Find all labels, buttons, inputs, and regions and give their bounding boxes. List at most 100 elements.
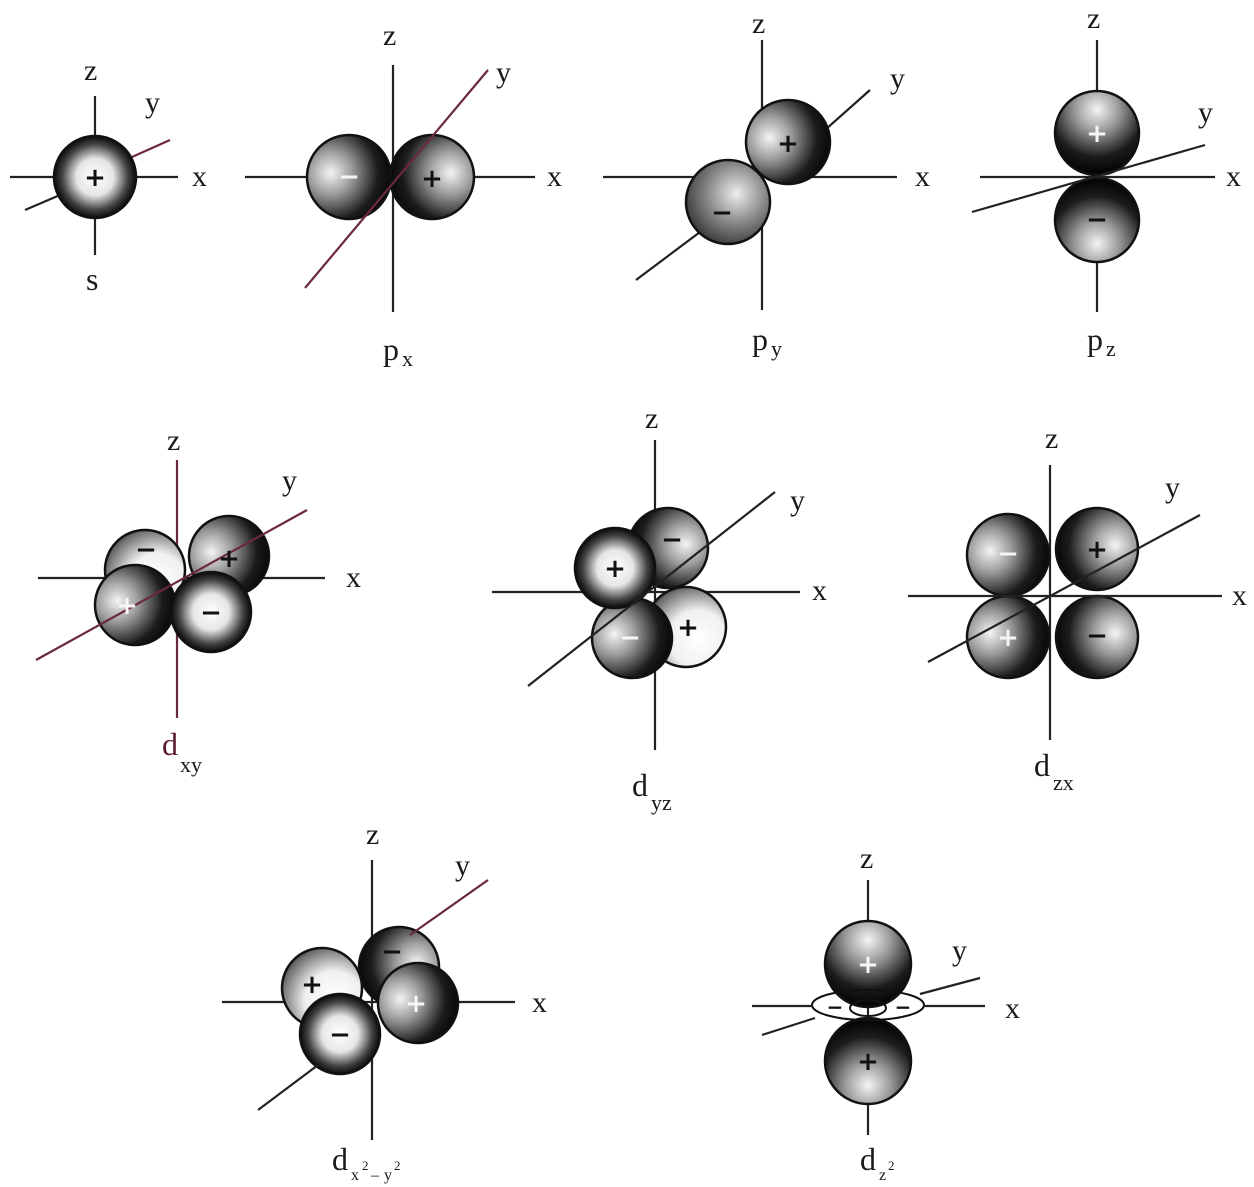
- y-axis-label: y: [455, 849, 470, 882]
- orbital-pz: + − z y x p z: [971, 2, 1241, 361]
- svg-text:d: d: [1034, 747, 1050, 783]
- minus-sign: −: [381, 937, 403, 967]
- plus-sign: +: [405, 989, 427, 1019]
- y-axis: [131, 138, 171, 159]
- minus-sign: −: [619, 623, 641, 653]
- plus-sign: +: [997, 623, 1019, 653]
- svg-text:2: 2: [362, 1158, 369, 1173]
- svg-text:p: p: [383, 331, 399, 367]
- orbital-label-pz: p z: [1087, 321, 1116, 361]
- svg-text:zx: zx: [1053, 770, 1074, 795]
- x-axis-label: x: [192, 160, 207, 193]
- dz2-positive-lobe-bottom: [823, 1016, 913, 1106]
- svg-text:d: d: [860, 1141, 876, 1177]
- svg-text:z: z: [1106, 336, 1116, 361]
- dz2-torus-hole: [849, 999, 887, 1017]
- z-axis-label: z: [1045, 422, 1058, 455]
- minus-sign: −: [200, 598, 222, 628]
- z-axis-label: z: [84, 54, 97, 87]
- y-axis: [919, 976, 981, 996]
- x-axis-label: x: [1226, 160, 1241, 193]
- svg-text:y: y: [384, 1167, 392, 1184]
- y-axis: [409, 879, 489, 936]
- y-axis: [971, 143, 1206, 214]
- plus-sign: +: [857, 1047, 879, 1077]
- plus-sign: +: [604, 554, 626, 584]
- y-axis: [761, 1016, 816, 1037]
- orbital-label-dz2: d z 2: [860, 1141, 895, 1184]
- svg-text:xy: xy: [180, 752, 202, 777]
- svg-text:p: p: [752, 321, 768, 357]
- orbital-label-px: p x: [383, 331, 413, 371]
- y-axis-label: y: [496, 56, 511, 89]
- z-axis-label: z: [1087, 2, 1100, 35]
- svg-text:d: d: [162, 726, 178, 762]
- x-axis-label: x: [1005, 992, 1020, 1025]
- plus-sign: +: [116, 591, 138, 621]
- z-axis-label: z: [752, 7, 765, 40]
- minus-sign: −: [1086, 621, 1108, 651]
- orbital-dxy: − + + − z y x d xy: [35, 424, 361, 777]
- y-axis: [304, 69, 489, 289]
- orbital-label-s: s: [86, 261, 98, 297]
- svg-text:2: 2: [888, 1158, 895, 1173]
- x-axis-label: x: [915, 160, 930, 193]
- y-axis: [257, 1064, 319, 1111]
- y-axis: [635, 231, 701, 281]
- plus-sign: +: [84, 163, 106, 193]
- orbital-dz2: + + − − z y x d z 2: [752, 842, 1020, 1184]
- y-axis: [35, 509, 308, 661]
- minus-sign: −: [895, 995, 912, 1019]
- dxy-negative-lobe-front: [169, 570, 253, 654]
- x-axis-label: x: [547, 160, 562, 193]
- dx2-y2-positive-lobe-right: [376, 961, 460, 1045]
- orbital-label-dyz: d yz: [632, 767, 672, 815]
- svg-text:y: y: [771, 336, 782, 361]
- minus-sign: −: [661, 525, 683, 555]
- svg-text:2: 2: [394, 1158, 401, 1173]
- minus-sign: −: [338, 162, 360, 192]
- svg-text:z: z: [879, 1167, 886, 1184]
- y-axis-label: y: [282, 464, 297, 497]
- orbital-px: − + z y x p x: [245, 19, 562, 371]
- z-axis-label: z: [167, 424, 180, 457]
- plus-sign: +: [777, 129, 799, 159]
- dyz-positive-lobe-front: [573, 526, 657, 610]
- orbital-dzx: − + + − z y x d zx: [908, 422, 1247, 795]
- y-axis-label: y: [952, 934, 967, 967]
- minus-sign: −: [827, 995, 844, 1019]
- svg-text:d: d: [332, 1141, 348, 1177]
- dx2-y2-negative-lobe-front: [298, 992, 382, 1076]
- svg-text:–: –: [370, 1167, 380, 1184]
- plus-sign: +: [301, 970, 323, 1000]
- y-axis: [527, 491, 776, 687]
- z-axis-label: z: [860, 842, 873, 875]
- orbital-label-dxy: d xy: [162, 726, 202, 777]
- minus-sign: −: [329, 1020, 351, 1050]
- plus-sign: +: [1086, 119, 1108, 149]
- s-lobe: [52, 134, 138, 220]
- orbital-s: + z y x s: [10, 54, 207, 297]
- y-axis-label: y: [145, 86, 160, 119]
- y-axis-label: y: [790, 484, 805, 517]
- y-axis-label: y: [1165, 471, 1180, 504]
- z-axis-label: z: [383, 19, 396, 52]
- svg-text:x: x: [402, 346, 413, 371]
- plus-sign: +: [1086, 535, 1108, 565]
- z-axis-label: z: [366, 818, 379, 851]
- orbital-dyz: − + − + z y x d yz: [492, 402, 827, 815]
- orbital-label-dx2-y2: d x 2 – y 2: [332, 1141, 401, 1184]
- minus-sign: −: [711, 198, 733, 228]
- y-axis: [927, 514, 1201, 663]
- x-axis-label: x: [346, 561, 361, 594]
- y-axis: [824, 89, 871, 131]
- plus-sign: +: [677, 613, 699, 643]
- plus-sign: +: [421, 164, 443, 194]
- minus-sign: −: [135, 535, 157, 565]
- orbital-label-py: p y: [752, 321, 782, 361]
- plus-sign: +: [857, 950, 879, 980]
- x-axis-label: x: [812, 574, 827, 607]
- orbital-dx2-y2: − + + − z y x d x 2 – y 2: [222, 818, 547, 1184]
- svg-text:p: p: [1087, 321, 1103, 357]
